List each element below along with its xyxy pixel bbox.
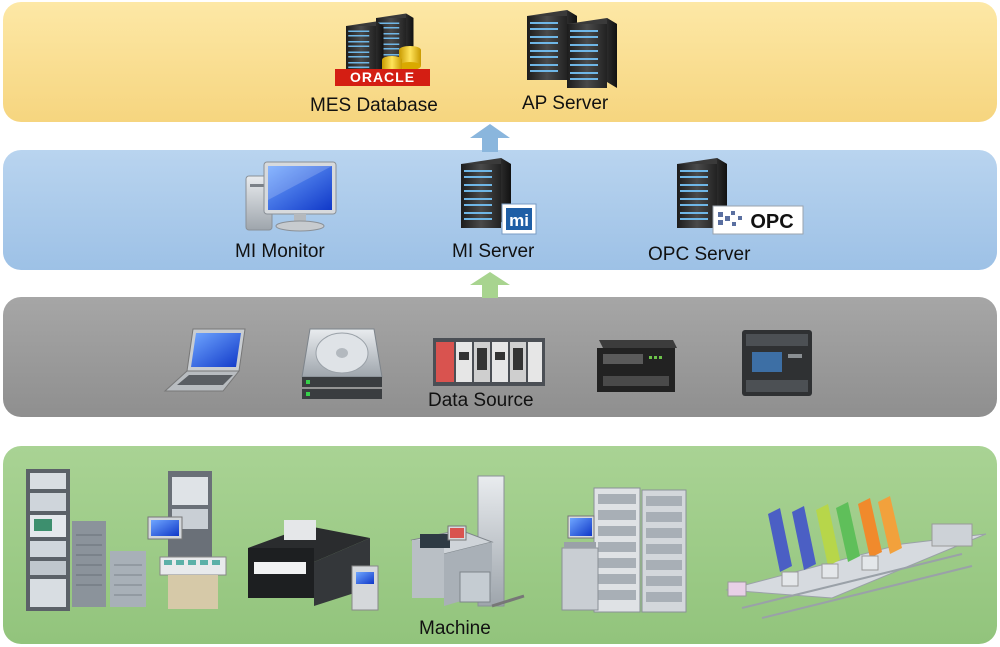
arrow-up-icon (470, 272, 510, 298)
mes-layer (3, 2, 997, 122)
plc-rack-icon (433, 338, 545, 386)
wafer-prober-machine (410, 475, 525, 608)
dicing-machine (248, 520, 379, 611)
mi-server-label: MI Server (452, 241, 535, 262)
cabinet-machine (561, 487, 687, 613)
arrow-up-icon (470, 124, 510, 152)
ap-server-icon (527, 10, 617, 88)
mes-database-label: MES Database (310, 95, 438, 116)
opc-server-icon: OPC (677, 158, 804, 235)
oracle-database-icon: ORACLE (335, 13, 430, 86)
mi-monitor-icon (245, 161, 337, 232)
mi-monitor-label: MI Monitor (235, 241, 325, 262)
mi-server-icon: mi (461, 158, 537, 235)
plc-controller-icon (597, 340, 677, 392)
plc-module-icon (742, 330, 812, 396)
opc-logo-text: OPC (750, 211, 793, 233)
laptop-icon (163, 328, 246, 392)
machine-label: Machine (419, 618, 491, 639)
data-source-label: Data Source (428, 390, 534, 411)
oracle-logo-text: ORACLE (350, 69, 415, 85)
mi-badge-text: mi (509, 211, 529, 230)
conveyor-line-machine (725, 496, 987, 619)
disk-drive-icon (301, 328, 383, 399)
test-rack-machine (26, 469, 227, 611)
opc-server-label: OPC Server (648, 244, 751, 265)
ap-server-label: AP Server (522, 93, 609, 114)
